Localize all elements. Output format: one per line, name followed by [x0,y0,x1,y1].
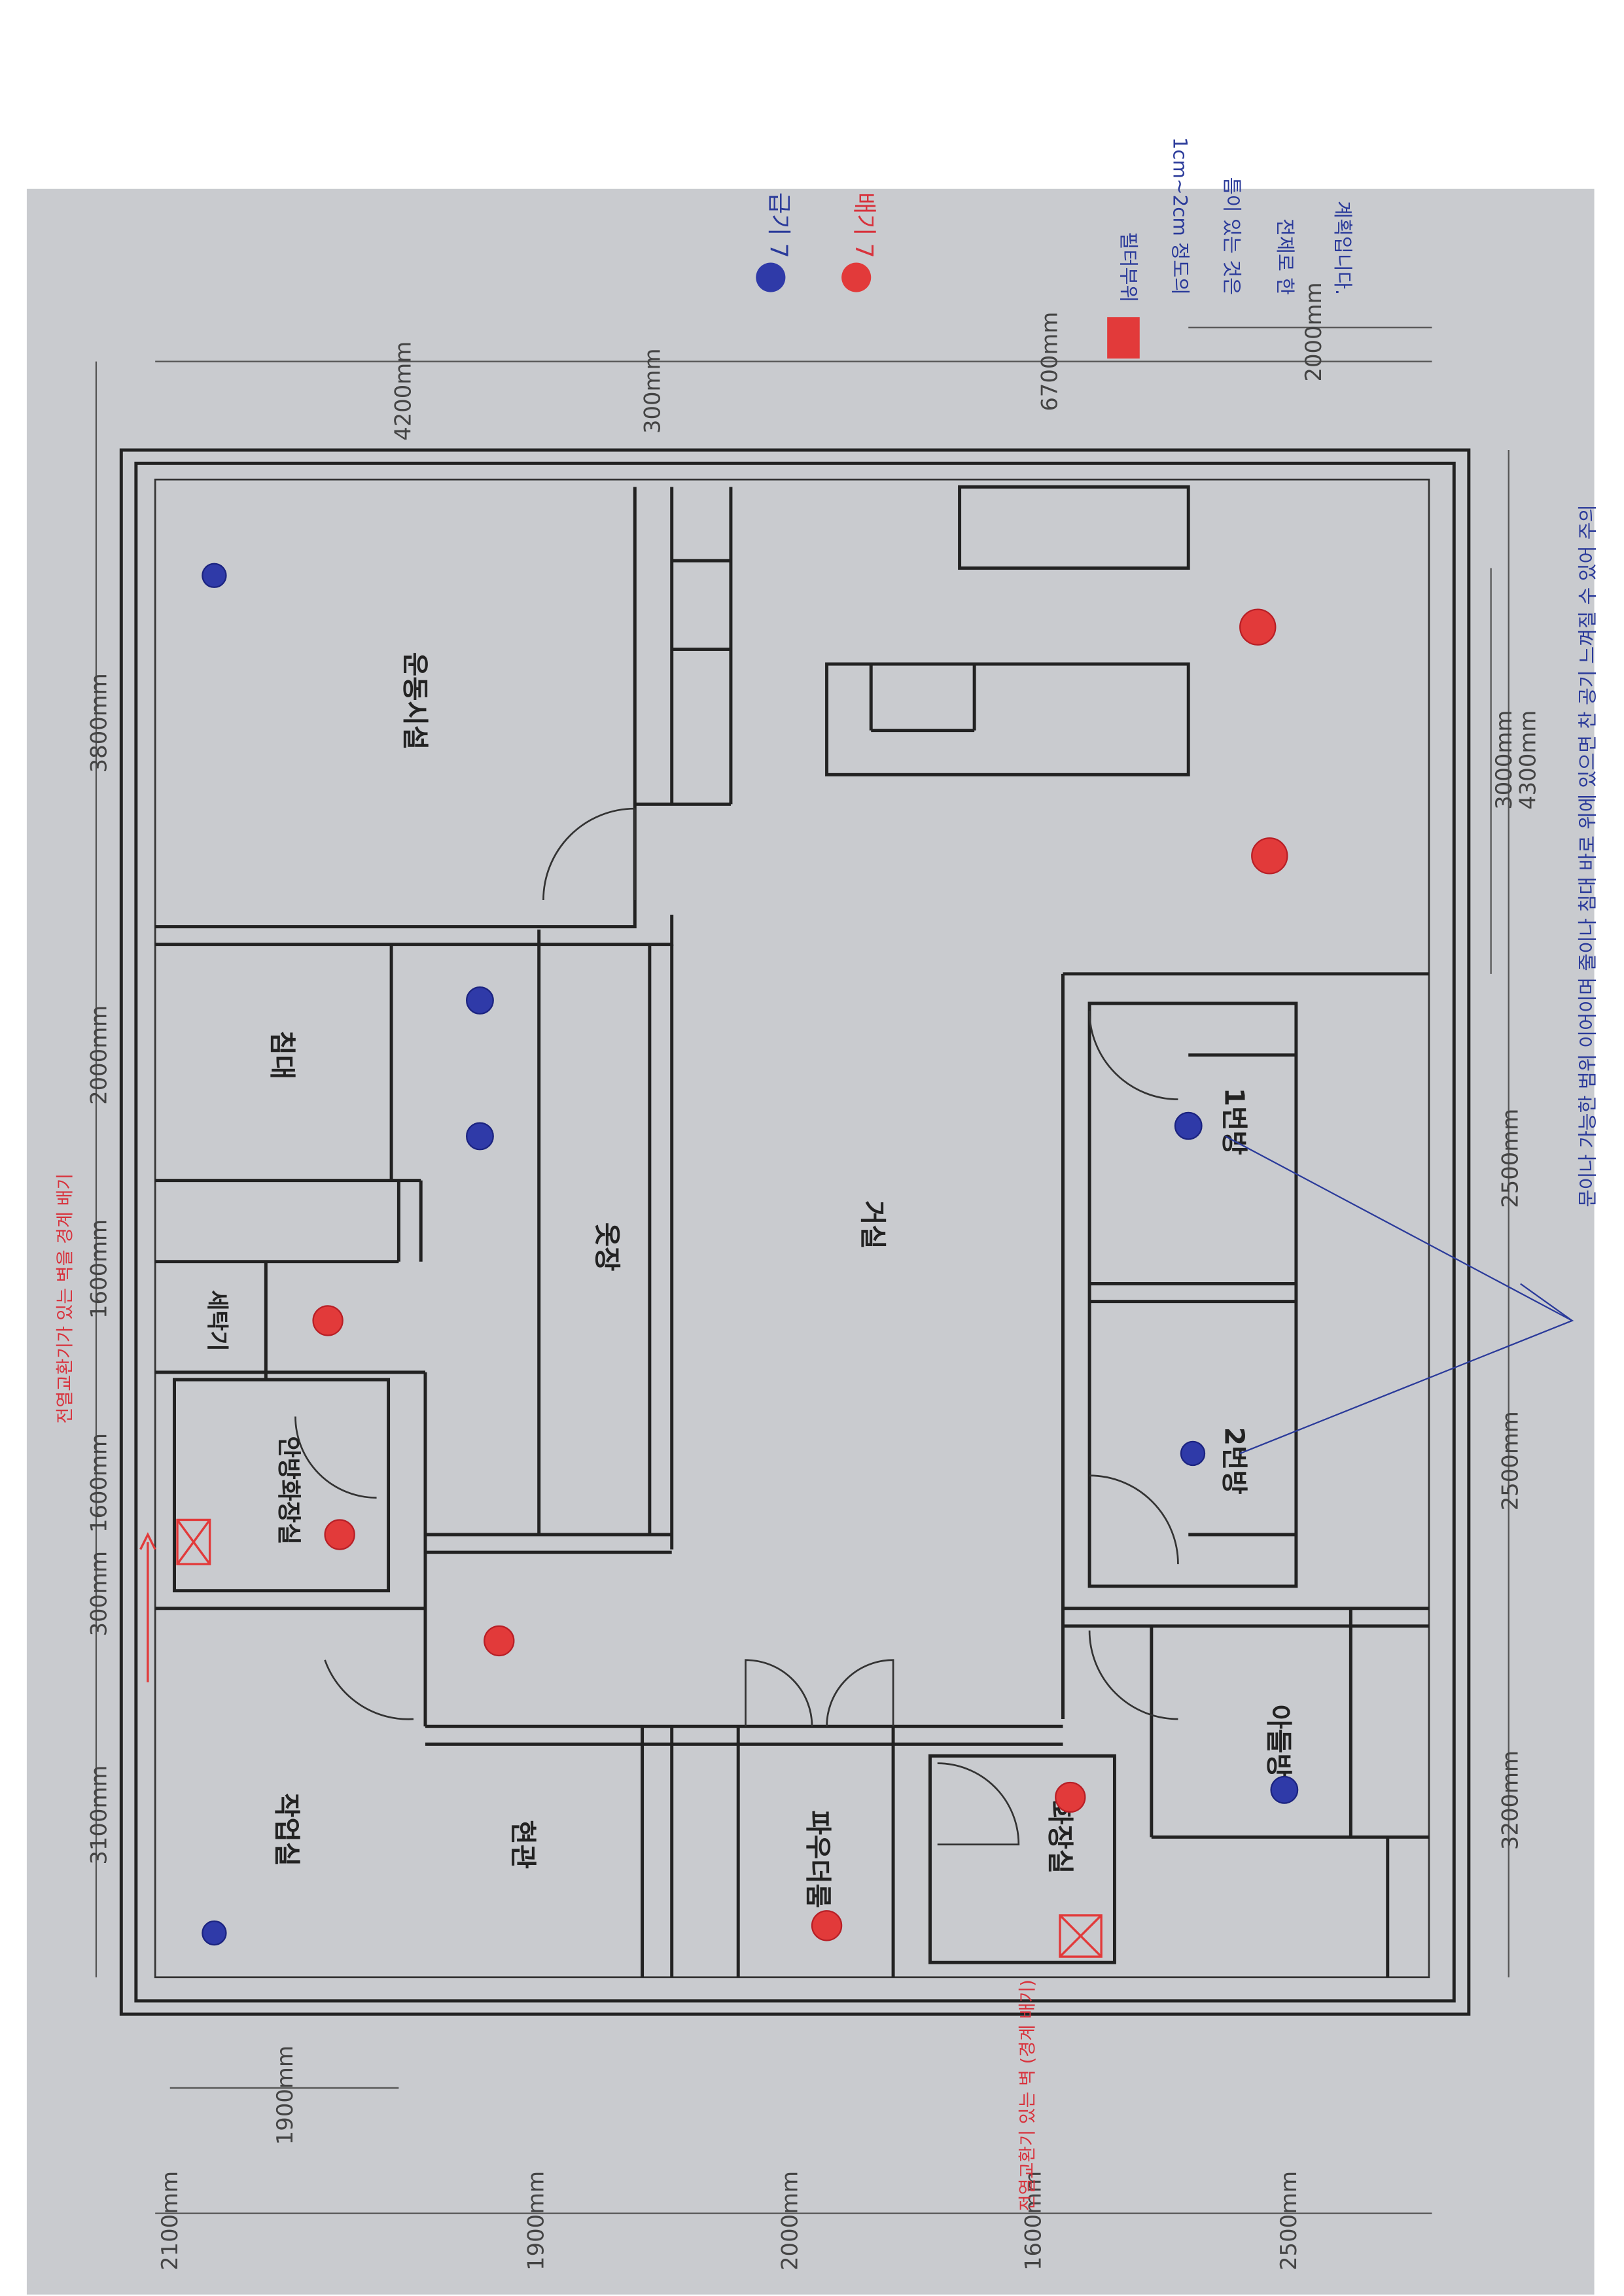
legend-filter-label: 필터부위 [1118,232,1140,303]
dim-right-3200: 3200mm [1497,1750,1523,1850]
room-washer: 세탁기 [205,1290,230,1351]
legend-note-3: 전제로 한 [1274,218,1296,295]
bottom-annotation: 전열교환기 있는 벽 (경계 배기) [1017,1979,1038,2211]
dim-right-2500a: 2500mm [1497,1109,1523,1208]
dim-top-4200: 4200mm [390,341,415,441]
legend-note-2: 틈이 있는 것은 [1221,177,1243,295]
doors [294,807,1179,1846]
supply-vent-marker [202,563,227,588]
legend-note-1: 1cm~2cm 정도의 [1169,137,1192,295]
legend-filter-icon [1107,317,1140,359]
scan-background [26,188,1595,2295]
dim-bottom-2500: 2500mm [1276,2171,1301,2270]
dim-left-3100: 3100mm [86,1765,112,1865]
supply-vents [202,563,1299,1946]
dim-top-300: 300mm [640,349,665,434]
legend-supply-icon [756,262,786,292]
legend-note-4: 계획입니다. [1332,201,1354,295]
supply-vent-marker [202,1920,227,1946]
dim-bottom-2100: 2100mm [157,2171,183,2270]
exhaust-vent-marker [811,1910,843,1941]
dim-bottom-1600: 1600mm [1021,2171,1046,2270]
dim-bottom-1900b: 1900mm [523,2171,548,2270]
room-labels: 운동시설 침대 옷장 거실 세탁기 안방화장실 1번방 2번방 아들방 작업실 … [205,652,1295,1908]
legend: 급기 7 배기 7 필터부위 1cm~2cm 정도의 틈이 있는 것은 전제로 … [756,137,1354,359]
room-master-bath: 안방화장실 [275,1436,302,1544]
room-2: 2번방 [1219,1427,1250,1495]
supply-vent-marker [466,1122,494,1151]
interior-walls [155,485,1429,1977]
dim-top-6700: 6700mm [1036,312,1062,411]
dim-left-2000: 2000mm [86,1005,112,1105]
supply-vent-marker [466,986,494,1015]
supply-vent-marker [1270,1775,1299,1804]
dim-left-1600b: 1600mm [86,1433,112,1533]
dim-left-300: 300mm [86,1551,112,1636]
exhaust-vent-marker [1251,837,1288,875]
inner-wall-line [154,478,1430,1979]
dimension-lines [95,326,1509,2214]
room-bed: 침대 [267,1031,298,1080]
exhaust-vent-marker [312,1305,344,1336]
exhaust-vent-marker [324,1519,355,1550]
room-powder: 파우더룸 [802,1811,834,1908]
left-annotation: 전열교환기가 있는 벽을 경계 배기 [56,1174,76,1424]
legend-exhaust-label: 배기 7 [851,192,878,258]
dimension-labels: 4200mm 300mm 6700mm 2000mm 3800mm 2000mm… [86,283,1541,2270]
room-closet: 옷장 [591,1223,623,1272]
dim-bottom-2000: 2000mm [777,2171,802,2270]
exhaust-vents [312,608,1288,1941]
dim-top-2000: 2000mm [1301,283,1326,382]
room-living: 거실 [857,1200,889,1249]
inner-wall [134,461,1456,2003]
exhaust-vent-marker [1239,608,1277,646]
annotation-pointer-lines [1225,1135,1574,1454]
room-gym: 운동시설 [400,652,431,750]
dim-right-4300: 4300mm [1515,710,1540,810]
dim-right-2500b: 2500mm [1497,1411,1523,1510]
room-son: 아들방 [1263,1705,1294,1778]
exhaust-vent-marker [484,1625,515,1657]
exhaust-vent-marker [1055,1781,1086,1813]
heat-exchanger-marks [139,1518,1103,1958]
dim-left-3800: 3800mm [86,673,112,773]
room-entrance: 현관 [507,1820,538,1869]
supply-vent-marker [1180,1440,1206,1467]
dim-left-1600a: 1600mm [86,1219,112,1319]
legend-supply-label: 급기 7 [765,192,792,258]
right-annotation: 문이나 가능한 범위 이어이며 줄이나 침대 바로 위에 있으면 찬 공기 느껴… [1577,504,1599,1207]
room-workroom: 작업실 [271,1793,302,1866]
dim-right-3000: 3000mm [1491,710,1517,810]
outer-wall [119,448,1471,2016]
legend-exhaust-icon [841,262,872,292]
room-1: 1번방 [1219,1088,1250,1155]
supply-vent-marker [1174,1111,1203,1140]
dim-bottom-1900a: 1900mm [272,2045,298,2145]
